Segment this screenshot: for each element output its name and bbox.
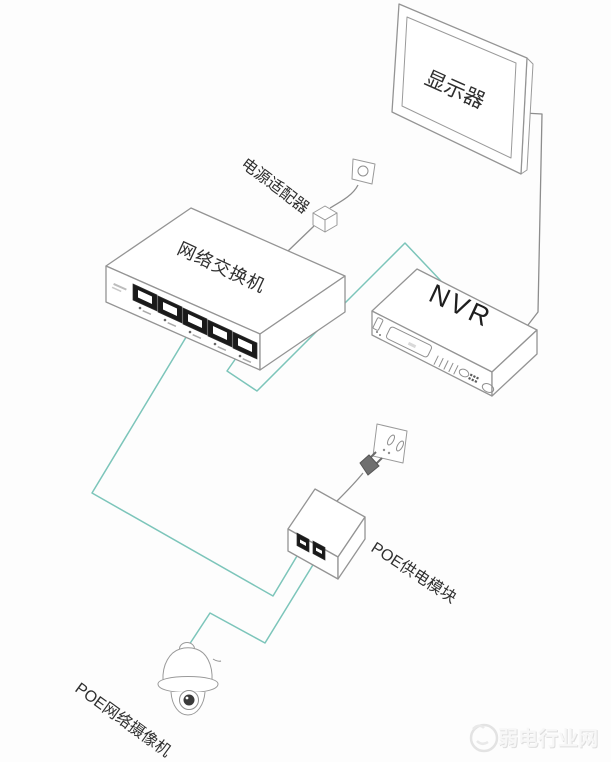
poe-port-2	[312, 540, 326, 561]
wall-outlet-top-icon	[351, 158, 376, 185]
poe-port-1	[296, 532, 310, 553]
nvr-usb-grid	[468, 373, 479, 383]
power-adapter-label: 电源适配器	[238, 155, 313, 218]
camera-lens-glint	[185, 696, 189, 700]
poe-module-label: POE供电模块	[368, 539, 460, 607]
watermark-logo-wing	[472, 724, 489, 745]
watermark: 弱电行业网 弱电行业网	[469, 723, 599, 753]
network-switch: 网络交换机	[105, 207, 346, 371]
nvr-vent-grille	[433, 355, 459, 375]
switch-port-1	[132, 283, 158, 316]
nvr-dvd-slot	[385, 326, 433, 358]
switch-port-3	[182, 307, 208, 340]
cable-switch-nvr	[226, 242, 442, 392]
watermark-logo-icon	[469, 723, 499, 753]
poe-right	[337, 516, 366, 580]
nvr-dvd-notch	[407, 341, 417, 349]
adapter-cord-bottom	[287, 225, 315, 252]
cable-monitor-nvr	[523, 112, 543, 326]
monitor: 显示器	[391, 3, 534, 175]
nvr-button-2	[481, 383, 495, 393]
nvr-right	[491, 329, 538, 397]
camera-rim	[157, 676, 219, 693]
camera-lens-ring	[179, 690, 199, 710]
nvr-button-1	[458, 368, 470, 378]
adapter-right	[324, 212, 338, 233]
switch-right	[259, 275, 346, 371]
power-plug-icon	[336, 451, 383, 502]
poe-module: POE供电模块	[287, 488, 460, 607]
adapter-cord-top	[329, 184, 359, 209]
switch-front-print	[111, 283, 127, 293]
cable-switch-poe	[91, 328, 304, 597]
camera-tag-mark	[212, 658, 222, 662]
nvr-power-strip	[372, 317, 384, 336]
switch-port-4	[207, 319, 233, 352]
monitor-screen	[401, 16, 517, 159]
camera-label: POE网络摄像机	[72, 678, 175, 760]
switch-port-2	[157, 295, 183, 328]
wall-outlet-bottom-icon	[372, 423, 408, 464]
dome-camera: POE网络摄像机	[72, 642, 222, 761]
plug-cord	[336, 472, 364, 502]
switch-port-5	[232, 331, 258, 364]
camera-lens	[183, 694, 195, 706]
nvr: NVR	[371, 268, 538, 397]
watermark-text-shadow: 弱电行业网	[499, 727, 599, 751]
cable-poe-camera	[188, 554, 320, 646]
watermark-text: 弱电行业网	[498, 726, 598, 750]
camera-housing	[162, 647, 213, 682]
